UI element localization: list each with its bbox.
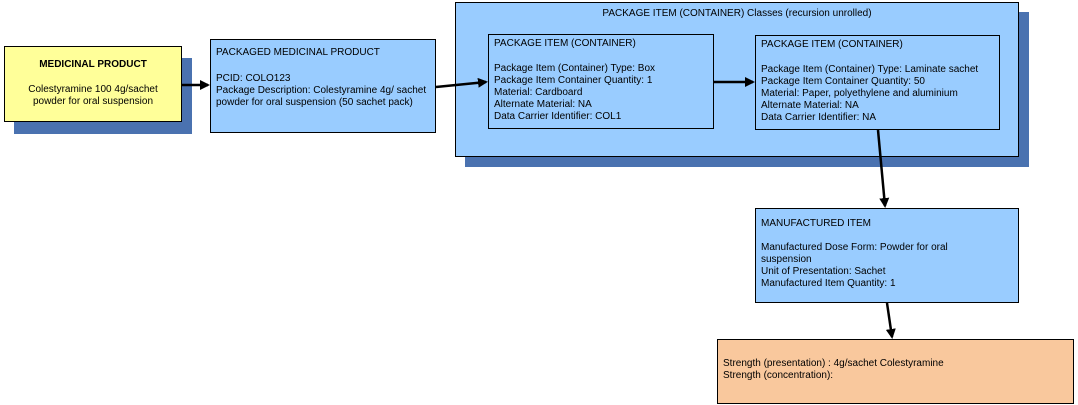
package-item-outer-box: PACKAGE ITEM (CONTAINER) Package Item (C… — [488, 34, 714, 129]
strength-concentration: Strength (concentration): — [723, 370, 834, 381]
manufactured-item-quantity: Manufactured Item Quantity: 1 — [761, 278, 896, 289]
package-item-outer-line: Data Carrier Identifier: COL1 — [494, 111, 622, 122]
package-item-inner-line: Data Carrier Identifier: NA — [761, 112, 877, 123]
medicinal-product-box: MEDICINAL PRODUCT Colestyramine 100 4g/s… — [4, 46, 182, 122]
medicinal-product-title: MEDICINAL PRODUCT — [39, 59, 147, 70]
manufactured-item-lines: Manufactured Dose Form: Powder for oral … — [761, 242, 1014, 290]
strength-presentation: Strength (presentation) : 4g/sachet Cole… — [723, 358, 944, 369]
container-group-title: PACKAGE ITEM (CONTAINER) Classes (recurs… — [602, 8, 872, 19]
arrow-packaged-to-outer-item — [435, 77, 488, 89]
package-item-inner-title: PACKAGE ITEM (CONTAINER) — [761, 39, 903, 50]
strength-box: Strength (presentation) : 4g/sachet Cole… — [717, 339, 1074, 404]
manufactured-item-title: MANUFACTURED ITEM — [761, 218, 871, 229]
package-item-outer-lines: Package Item (Container) Type: Box Packa… — [494, 63, 655, 123]
package-description-text: Package Description: Colestyramine 4g/ s… — [216, 85, 427, 108]
pcid-text: PCID: COLO123 — [216, 73, 291, 84]
package-item-inner-box: PACKAGE ITEM (CONTAINER) Package Item (C… — [755, 35, 1000, 130]
arrow-manufactured-to-strength — [885, 302, 896, 339]
medicinal-product-description: Colestyramine 100 4g/sachet powder for o… — [28, 84, 158, 107]
package-item-outer-line: Package Item Container Quantity: 1 — [494, 75, 653, 86]
packaged-medicinal-product-box: PACKAGED MEDICINAL PRODUCT PCID: COLO123… — [210, 39, 436, 133]
packaged-medicinal-product-title: PACKAGED MEDICINAL PRODUCT — [216, 47, 380, 58]
manufactured-item-box: MANUFACTURED ITEM Manufactured Dose Form… — [755, 208, 1019, 303]
package-item-inner-lines: Package Item (Container) Type: Laminate … — [761, 64, 978, 124]
package-item-inner-line: Package Item (Container) Type: Laminate … — [761, 64, 979, 75]
unit-of-presentation: Unit of Presentation: Sachet — [761, 266, 886, 277]
package-item-inner-line: Package Item Container Quantity: 50 — [761, 76, 925, 87]
package-item-inner-line: Material: Paper, polyethylene and alumin… — [761, 88, 958, 99]
package-item-outer-line: Package Item (Container) Type: Box — [494, 63, 656, 74]
arrow-inner-to-manufactured — [876, 129, 890, 208]
package-item-inner-line: Alternate Material: NA — [761, 100, 859, 111]
package-item-outer-title: PACKAGE ITEM (CONTAINER) — [494, 38, 636, 49]
package-item-outer-line: Alternate Material: NA — [494, 99, 592, 110]
manufactured-dose-form: Manufactured Dose Form: Powder for oral … — [761, 242, 948, 265]
package-item-outer-line: Material: Cardboard — [494, 87, 583, 98]
strength-lines: Strength (presentation) : 4g/sachet Cole… — [723, 358, 944, 382]
